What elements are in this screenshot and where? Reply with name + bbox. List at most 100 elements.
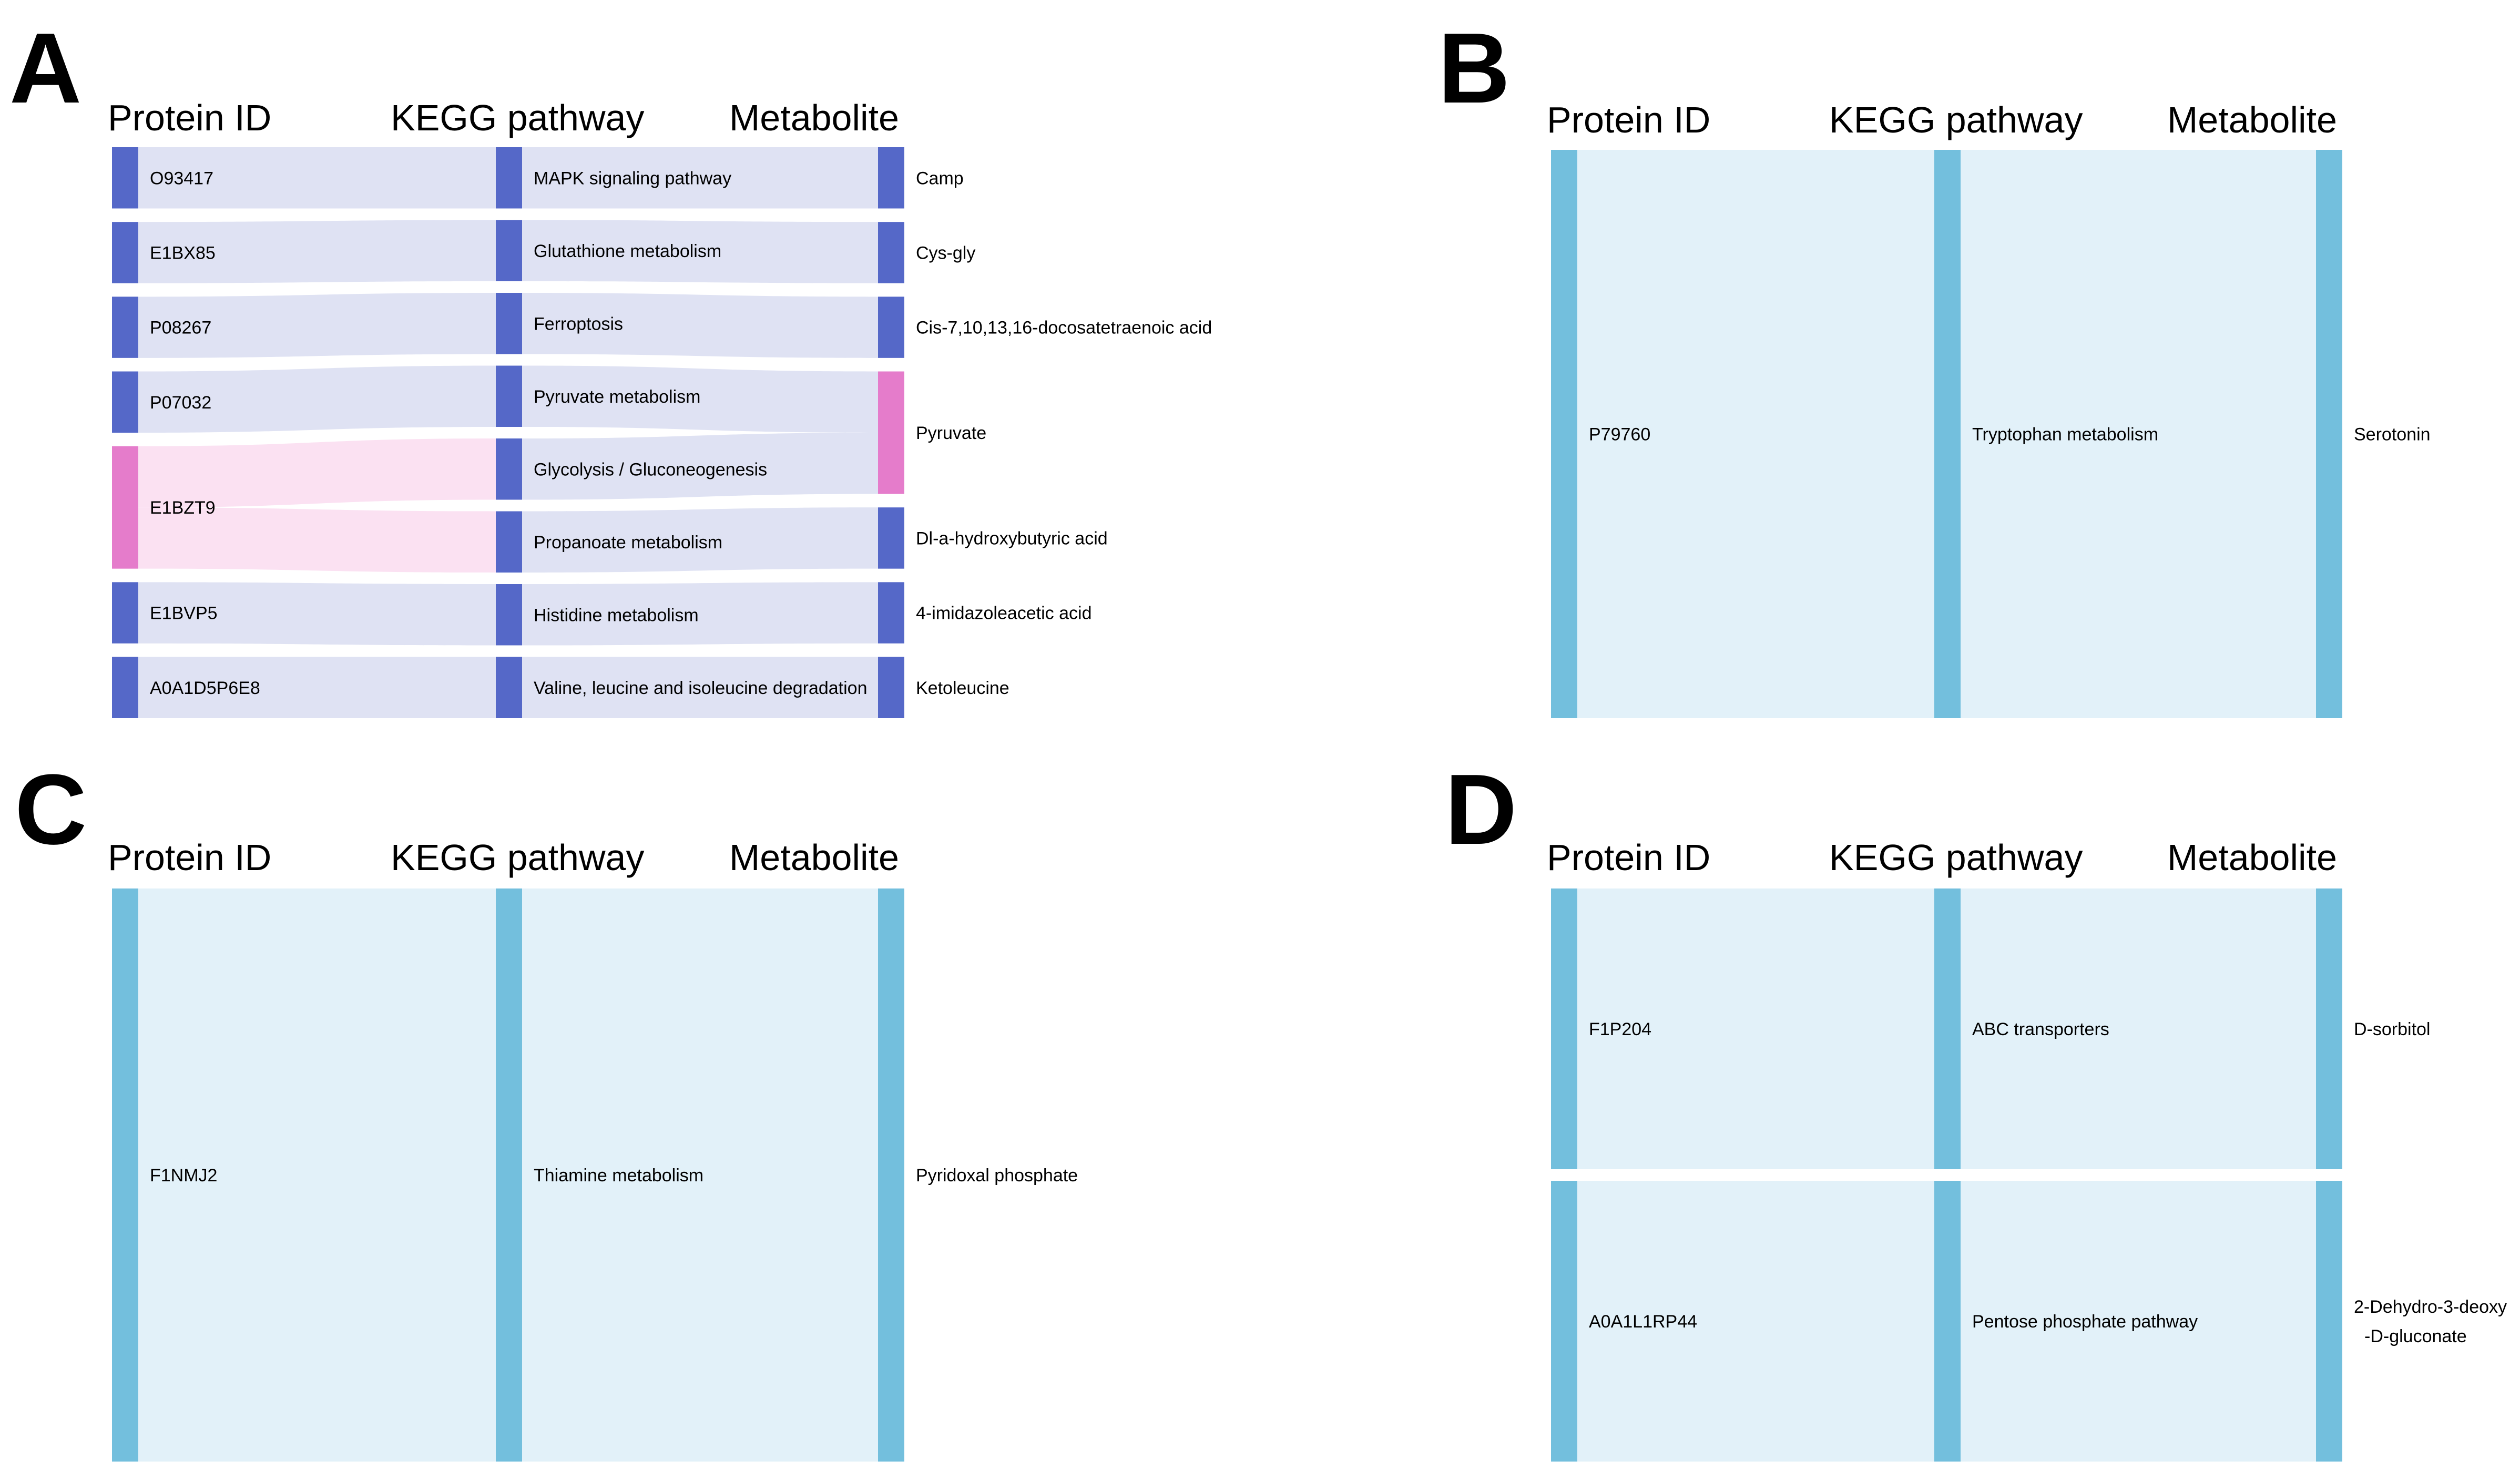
metabolite-label: Pyridoxal phosphate [916,1166,1078,1186]
column-header: KEGG pathway [1829,837,2083,878]
protein-node [112,582,138,644]
panel-D: D Protein ID KEGG pathway MetaboliteF1P204A… [1445,754,2507,1462]
protein-label: E1BZT9 [150,498,216,518]
protein-label: A0A1L1RP44 [1589,1312,1697,1332]
pathway-label: Thiamine metabolism [534,1166,703,1186]
protein-label: P79760 [1589,425,1650,445]
metabolite-node [878,507,904,569]
sankey-link [138,365,496,433]
pathway-node [496,365,522,427]
protein-label: A0A1D5P6E8 [150,678,260,698]
protein-node [1551,888,1577,1169]
protein-label: P08267 [150,318,211,338]
pathway-node [496,293,522,354]
metabolite-label: 2-Dehydro-3-deoxy-D-gluconate [2354,1297,2507,1346]
links [138,888,878,1462]
column-header: Metabolite [729,837,899,878]
pathway-node [496,657,522,718]
protein-node [112,657,138,718]
metabolite-node [2316,150,2342,718]
pathway-node [496,147,522,209]
column-header: KEGG pathway [1829,99,2083,140]
sankey-link [1577,1181,1934,1462]
panel-letter: C [15,754,87,865]
protein-node [112,888,138,1462]
metabolite-label: D-sorbitol [2354,1019,2430,1039]
protein-node [112,147,138,209]
pathway-node [496,220,522,281]
pathway-node [1934,888,1961,1169]
protein-label: F1P204 [1589,1019,1651,1039]
sankey-link [522,433,878,500]
column-header: Protein ID [1547,837,1710,878]
pathway-node [1934,150,1961,718]
protein-node [112,371,138,433]
metabolite-label: 4-imidazoleacetic acid [916,604,1092,624]
sankey-link [138,220,496,283]
protein-node [112,297,138,358]
metabolite-node [878,582,904,644]
column-header: KEGG pathway [391,97,644,138]
sankey-link [1961,150,2316,718]
pathway-label: Ferroptosis [534,314,623,334]
metabolite-node [878,371,904,494]
metabolite-node [878,147,904,209]
pathway-label: Pyruvate metabolism [534,387,700,407]
pathway-node [496,888,522,1462]
sankey-link [1961,888,2316,1169]
pathway-label: Propanoate metabolism [534,533,722,553]
column-header: Metabolite [2167,99,2337,140]
sankey-link [522,888,878,1462]
protein-node [112,222,138,283]
column-header: Metabolite [729,97,899,138]
sankey-link [522,657,878,718]
sankey-link [138,438,496,508]
panel-letter: D [1445,754,1517,865]
sankey-link [522,507,878,573]
column-header: Protein ID [108,837,271,878]
metabolite-node [878,222,904,283]
links [1577,150,2316,718]
pathway-node [1934,1181,1961,1462]
pathway-label: Valine, leucine and isoleucine degradati… [534,678,868,698]
protein-node [1551,150,1577,718]
protein-node [1551,1181,1577,1462]
metabolite-node [878,297,904,358]
pathway-node [496,511,522,573]
sankey-link [1577,888,1934,1169]
metabolite-label: Cis-7,10,13,16-docosatetraenoic acid [916,318,1212,338]
protein-label: E1BX85 [150,243,216,263]
column-header: Protein ID [1547,99,1710,140]
metabolite-label: Pyruvate [916,423,986,443]
metabolite-node [2316,1181,2342,1462]
sankey-link [138,657,496,718]
metabolite-label: Camp [916,168,964,188]
metabolite-label: Ketoleucine [916,678,1009,698]
panel-letter: A [9,13,81,124]
pathway-node [496,438,522,500]
nodes: O93417E1BX85P08267P07032E1BZT9E1BVP5A0A1… [112,147,1212,718]
sankey-link [138,507,496,573]
sankey-link [1577,150,1934,718]
sankey-link [522,220,878,283]
links [1577,888,2316,1462]
metabolite-node [878,888,904,1462]
sankey-link [138,147,496,209]
pathway-node [496,584,522,646]
sankey-link [138,888,496,1462]
sankey-link [138,582,496,646]
column-header: Metabolite [2167,837,2337,878]
sankey-link [522,147,878,209]
pathway-label: MAPK signaling pathway [534,168,731,188]
protein-node [112,446,138,569]
column-header: KEGG pathway [391,837,644,878]
protein-label: E1BVP5 [150,604,218,624]
